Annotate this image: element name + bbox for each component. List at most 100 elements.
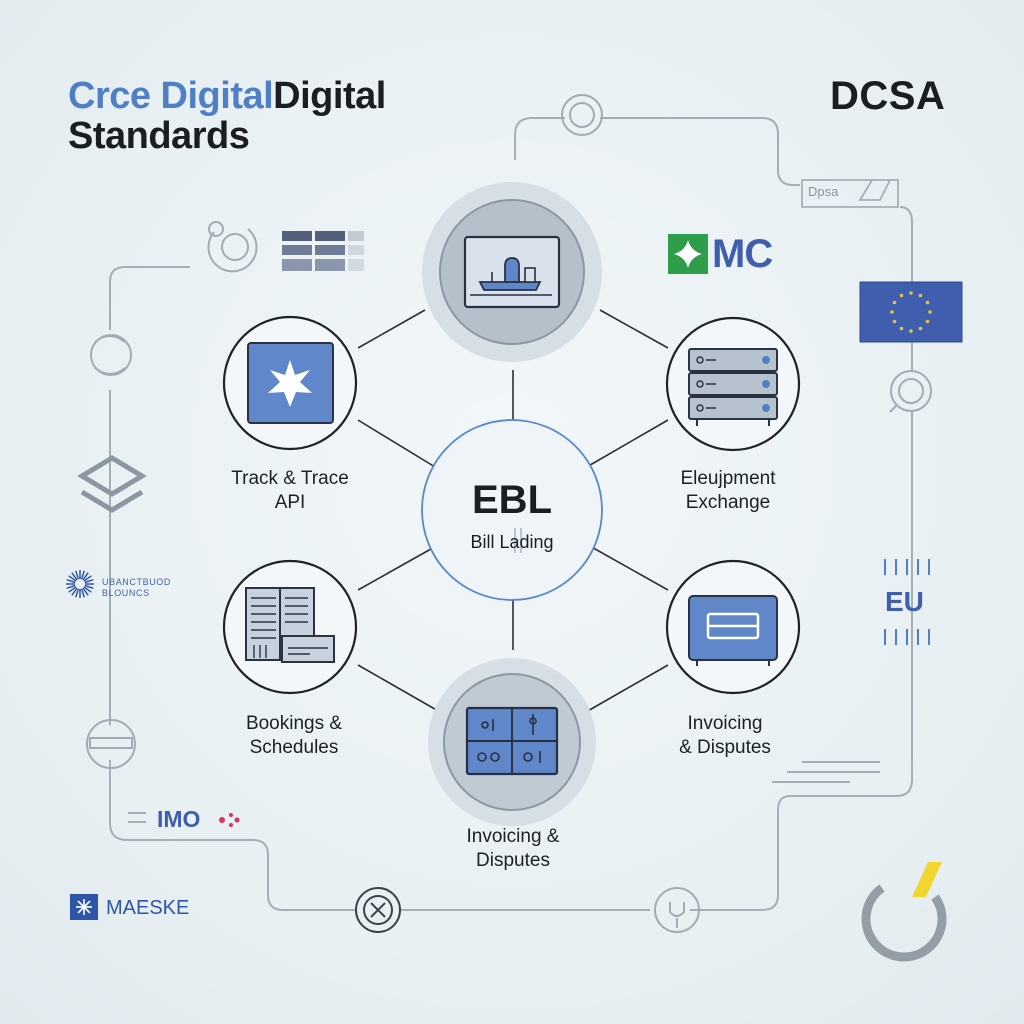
label-equipment-line1: Eleujpment [680,468,776,489]
eu-star [890,310,894,314]
eu-star [892,300,897,305]
eu-star [892,319,897,324]
label-equipment-line2: Exchange [685,492,771,513]
spoke-br-bottom [585,664,669,713]
title-rest-text: Digital [273,75,386,117]
sunburst-ray [84,578,94,584]
dpsa-tag [801,179,899,208]
spoke-tl-hub [357,419,441,471]
label-bookings: Bookings & Schedules [194,712,394,760]
barrier-icon [86,719,136,769]
spoke-bl-hub [357,544,439,591]
magnifier-icon [889,370,932,413]
sunburst-ray [74,570,80,580]
connector-right-lower [690,410,913,911]
sunburst-icon [66,570,94,598]
connector-left-upper [109,266,190,330]
imo-text: IMO [157,806,201,832]
spoke-bl-bottom [357,664,441,713]
gauge-logo-icon [861,862,947,962]
label-invoicing-right: Invoicing & Disputes [625,712,825,760]
connector-bottom-left [109,760,355,911]
connector-top-right [600,117,800,186]
sunburst-ray [82,572,89,581]
sunburst-text-line2: BLOUNCS [102,588,150,598]
label-invoicing-right-line2: & Disputes [679,737,771,758]
mc-logo-text: MC [712,232,773,276]
close-circle-icon [355,887,401,933]
sunburst-ray [68,586,77,593]
sunburst-ray [80,570,86,580]
stripe-bars-icon [282,231,364,271]
sunburst-ray [80,588,86,598]
sunburst-ray [66,578,76,584]
connector-top-left [514,117,565,160]
eu-ticks [884,559,930,645]
label-track-trace-line2: API [274,492,306,513]
connector-right-upper [899,206,913,370]
outer-connectors [109,117,913,911]
sunburst-ray [66,584,76,590]
label-invoicing-right-line1: Invoicing [687,713,763,734]
sunburst-ray [71,587,78,596]
eu-star [899,326,904,331]
label-invoicing-bottom: Invoicing & Disputes [413,825,613,873]
text-lines-decor [128,761,880,823]
label-track-trace-line1: Track & Trace [231,468,349,489]
node-bookings[interactable] [222,559,358,695]
title-accent-text: Crce Digital [68,75,274,117]
eu-star [918,293,923,298]
sunburst-ray [74,588,80,598]
spoke-br-hub [587,544,669,591]
plug-icon [654,887,700,933]
node-track-trace[interactable] [222,315,358,451]
node-invoicing-right[interactable] [665,559,801,695]
dpsa-tag-text: Dpsa [808,184,839,199]
node-top[interactable] [422,182,602,362]
eu-star [918,326,923,331]
hub-subtitle: Bill Lading [470,532,554,552]
label-bookings-line1: Bookings & [245,713,343,734]
ship-screen-icon [463,235,561,309]
node-invoicing-bottom[interactable] [428,658,596,826]
star-icon [247,342,334,424]
card-icon [688,595,778,666]
maeske-text: MAESKE [106,897,190,919]
imo-dots-icon [219,813,240,827]
sunburst-ray [82,587,89,596]
document-stack-icon [245,587,335,663]
eu-flag-icon [859,281,963,343]
maeske-logo-icon [70,894,98,920]
grid-panel-icon [465,706,559,776]
label-track-trace: Track & Trace API [190,467,390,515]
label-invoicing-bottom-line1: Invoicing & [466,826,560,847]
page-title-line2: Standards [68,115,250,157]
sunburst-ray [68,575,77,582]
spoke-tr-top [599,309,669,349]
layers-icon [77,455,147,513]
sunburst-text-line1: UBANCTBUOD [102,577,172,587]
label-invoicing-bottom-line2: Disputes [476,850,550,871]
eu-text: EU [885,586,924,617]
spoke-tl-top [357,309,426,349]
sunburst-ray [83,575,92,582]
hub-spokes [357,309,669,713]
eu-star [925,300,930,305]
hub-circle [421,419,603,601]
mc-logo-icon [668,234,708,274]
node-center[interactable] [421,419,603,601]
eu-star [928,310,932,314]
spoke-tr-hub [584,419,669,469]
label-bookings-line2: Schedules [249,737,339,758]
server-rack-icon [688,348,778,426]
page-title-line1: Crce DigitalDigital [68,75,386,117]
sunburst-ray [84,584,94,590]
eu-star [909,329,913,333]
brand-dcsa: DCSA [830,74,946,118]
sunburst-ray [83,586,92,593]
node-equipment[interactable] [665,316,801,452]
eu-star [899,293,904,298]
hub-title: EBL [472,478,552,522]
